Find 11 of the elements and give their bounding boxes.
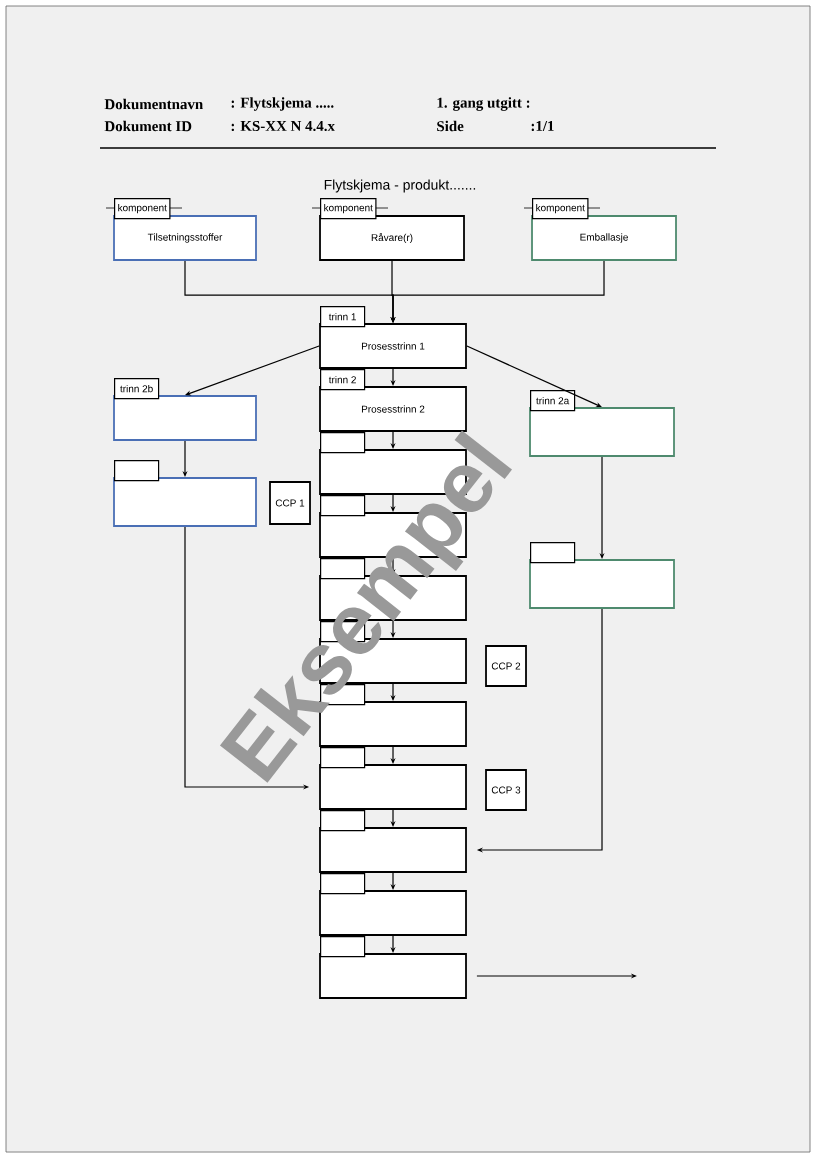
arrow [466,345,602,408]
process-box [319,810,467,873]
process-box [319,684,467,747]
process-box [319,495,467,558]
process-box [319,873,467,936]
process-box [319,621,467,684]
process-box [529,542,675,609]
process-box [319,432,467,495]
process-box [319,558,467,621]
arrow [185,345,320,396]
process-box [319,936,467,999]
